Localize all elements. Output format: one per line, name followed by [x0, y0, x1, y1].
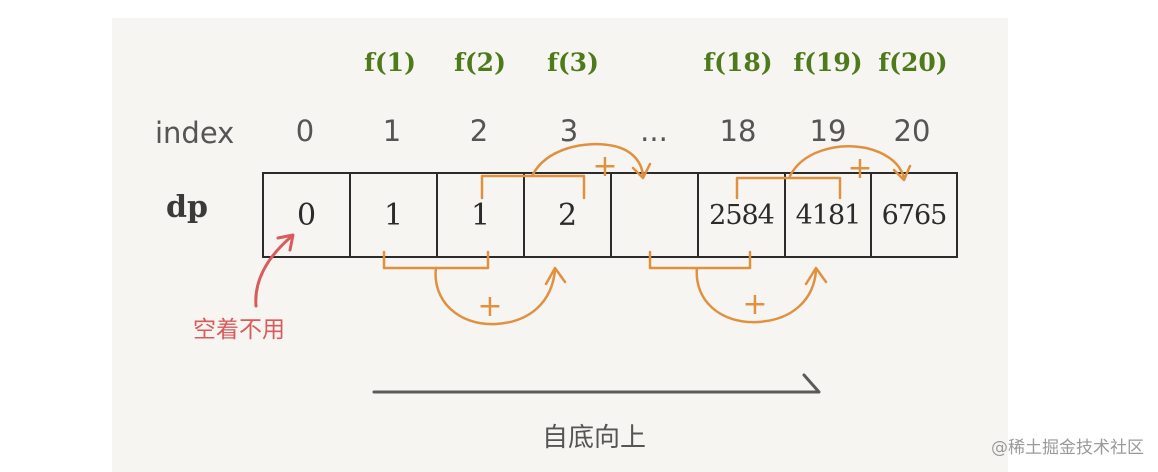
f-label-1: f(1) — [364, 48, 416, 77]
index-0: 0 — [295, 114, 315, 148]
sum-arrow-to-20 — [788, 145, 906, 180]
watermark: @稀土掘金技术社区 — [991, 438, 1144, 458]
arrowhead-to-3 — [544, 266, 567, 286]
diagram-background — [112, 18, 1008, 472]
index-row-label: index — [155, 116, 235, 150]
sum-arrow-to-next — [530, 142, 645, 178]
arrowhead-to-19 — [804, 266, 828, 286]
arrowhead-to-20 — [892, 164, 912, 182]
f-label-18: f(18) — [703, 48, 773, 77]
plus-sign-1: + — [477, 289, 502, 324]
f-label-2: f(2) — [454, 48, 506, 77]
index-2: 2 — [469, 114, 489, 148]
sum-arrow-to-19 — [695, 266, 818, 324]
unused-pointer-arrow — [254, 234, 294, 308]
index-3: 3 — [559, 114, 579, 148]
dp-cell-20: 6765 — [870, 172, 958, 258]
bottom-up-arrowhead — [802, 373, 821, 394]
sum-arrow-to-3 — [434, 266, 557, 326]
plus-sign-2: + — [592, 149, 617, 184]
index-18: 18 — [719, 114, 757, 148]
unused-note: 空着不用 — [193, 317, 285, 343]
index-1: 1 — [382, 114, 402, 148]
f-label-3: f(3) — [547, 48, 599, 77]
index-19: 19 — [809, 114, 847, 148]
plus-sign-4: + — [847, 151, 872, 186]
unused-pointer-arrowhead — [276, 233, 295, 252]
plus-sign-3: + — [742, 287, 767, 322]
index-20: 20 — [893, 114, 931, 148]
arrowhead-to-next — [631, 162, 652, 180]
sum-bracket-1-2 — [382, 250, 490, 270]
sum-bracket-n-18 — [648, 250, 752, 270]
sum-bracket-18-19 — [735, 176, 842, 200]
sum-bracket-2-3 — [480, 174, 586, 200]
bottom-up-label: 自底向上 — [541, 423, 647, 453]
index-ellipsis: ... — [640, 114, 668, 148]
f-label-20: f(20) — [878, 48, 948, 77]
f-label-19: f(19) — [793, 48, 863, 77]
dp-row-label: dp — [166, 190, 208, 225]
